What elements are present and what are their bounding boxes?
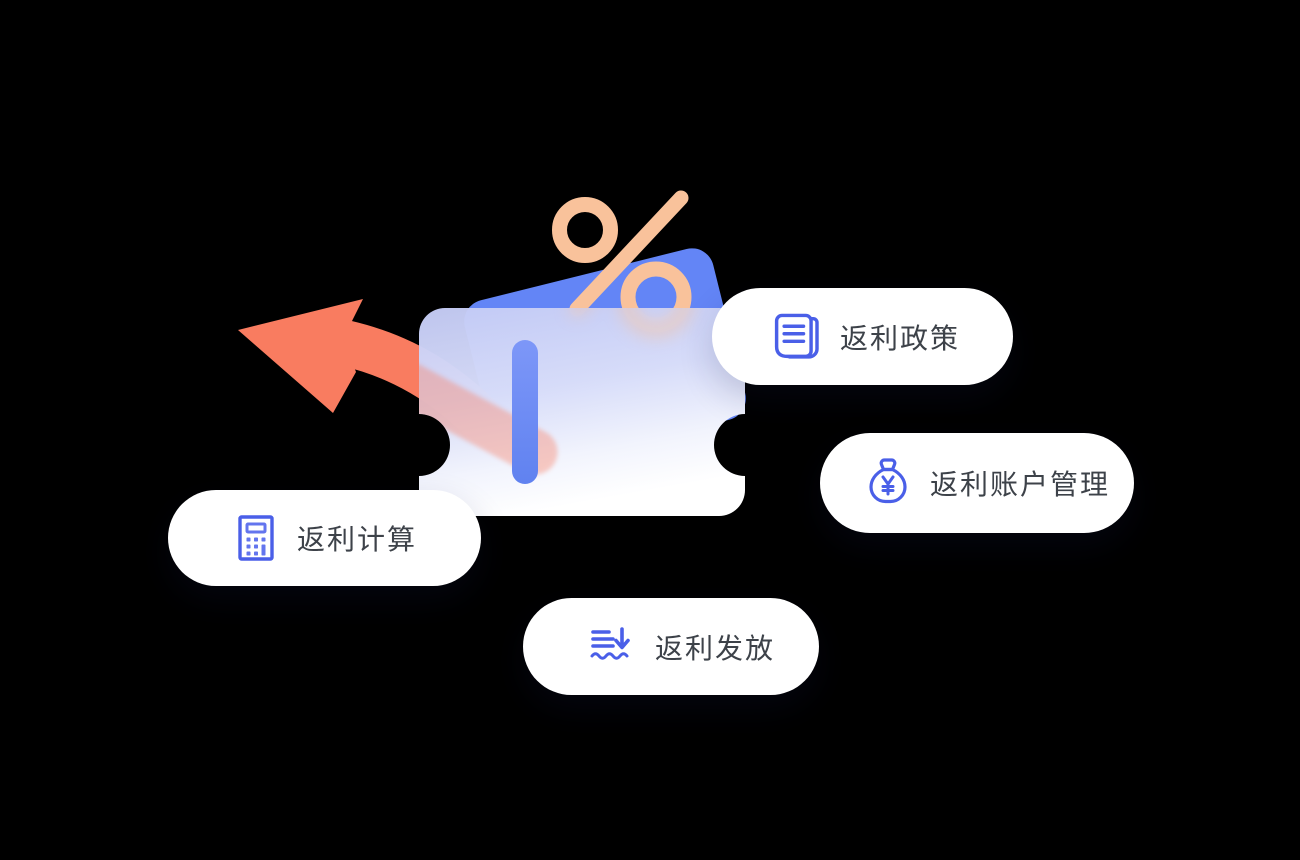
feature-label: 返利政策 (840, 322, 961, 354)
feature-pill-rebate-calculation[interactable]: 返利计算 (168, 490, 481, 586)
money-bag-yen-icon (862, 457, 914, 509)
document-pages-icon (768, 309, 824, 365)
list-arrow-down-icon (585, 621, 637, 673)
feature-pill-rebate-account-management[interactable]: 返利账户管理 (820, 433, 1134, 533)
feature-label: 返利账户管理 (930, 469, 1111, 500)
glass-ticket (419, 308, 745, 516)
feature-pill-rebate-payout[interactable]: 返利发放 (523, 598, 819, 695)
feature-label: 返利计算 (297, 524, 418, 555)
feature-pill-rebate-policy[interactable]: 返利政策 (712, 288, 1013, 385)
feature-label: 返利发放 (655, 632, 776, 664)
calculator-icon (230, 512, 282, 564)
wallet-strap (512, 340, 538, 484)
